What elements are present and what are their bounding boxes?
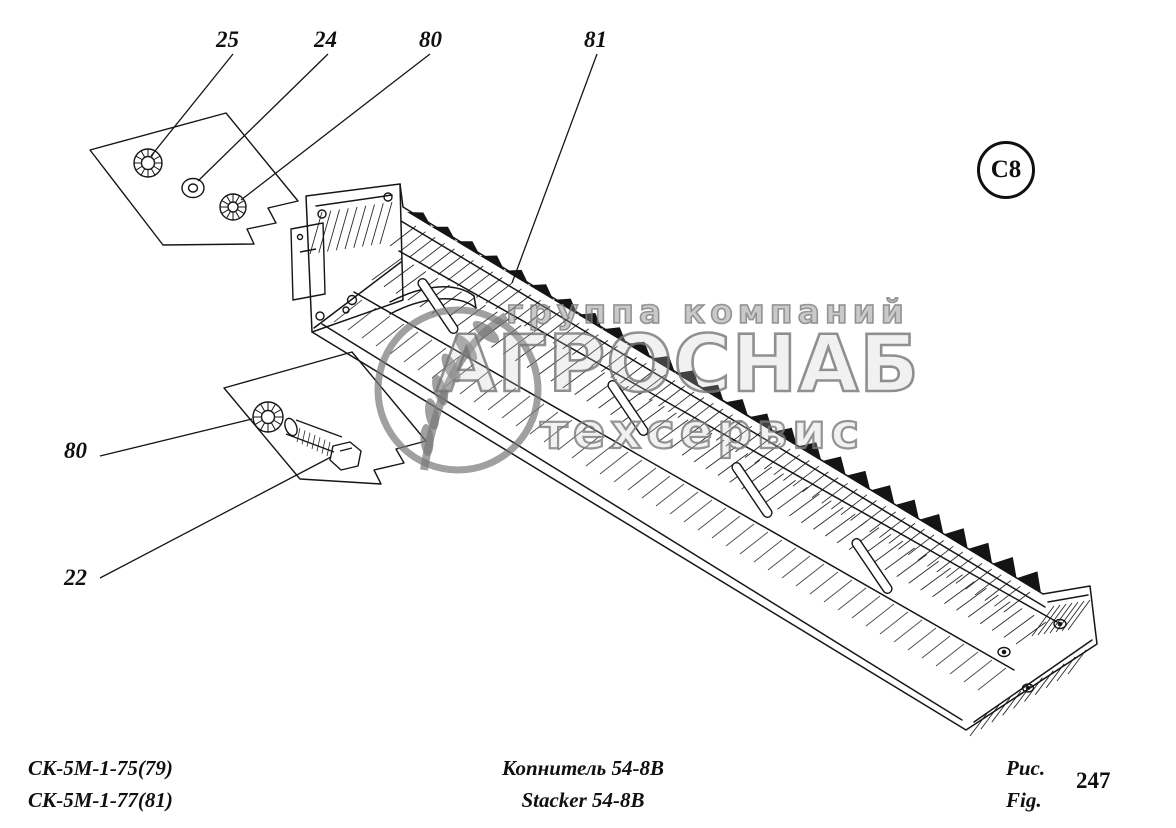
figure-title: Копнитель 54-8В Stacker 54-8B	[418, 752, 748, 816]
leader-lines	[99, 53, 598, 579]
callout-label-81: 81	[584, 27, 607, 52]
hardware-plate-left	[223, 351, 427, 485]
callout-label-25: 25	[216, 27, 239, 52]
callout-label-80-top: 80	[419, 27, 442, 52]
model-code-line2: СК-5М-1-77(81)	[28, 788, 173, 812]
floor-louver-slots	[417, 278, 893, 594]
small-mount-plate	[290, 222, 326, 301]
part-bolt-22	[284, 417, 362, 471]
end-cap-bolts	[997, 618, 1067, 693]
model-code-line1: СК-5М-1-75(79)	[28, 756, 173, 780]
callout-label-22: 22	[64, 565, 87, 590]
hardware-plate-top	[89, 112, 299, 246]
shading-hatching	[296, 201, 1091, 737]
figure-title-en: Stacker 54-8B	[521, 788, 645, 812]
callout-label-80-left: 80	[64, 438, 87, 463]
figure-title-ru: Копнитель 54-8В	[502, 756, 664, 780]
figure-caption-en: Fig.	[1006, 788, 1042, 812]
serrated-teeth	[134, 149, 1041, 593]
part-washer-24	[181, 177, 205, 199]
model-codes: СК-5М-1-75(79) СК-5М-1-77(81)	[28, 752, 173, 816]
figure-caption-labels: Рис. Fig.	[1006, 752, 1045, 816]
section-badge: C8	[977, 141, 1035, 199]
part-nut-25	[133, 148, 163, 178]
figure-caption-ru: Рис.	[1006, 756, 1046, 780]
callout-label-24: 24	[314, 27, 337, 52]
bracket-holes	[315, 192, 393, 321]
part-washer-80-left	[252, 401, 284, 433]
part-washer-80-top	[219, 193, 247, 221]
figure-number: 247	[1076, 768, 1111, 793]
